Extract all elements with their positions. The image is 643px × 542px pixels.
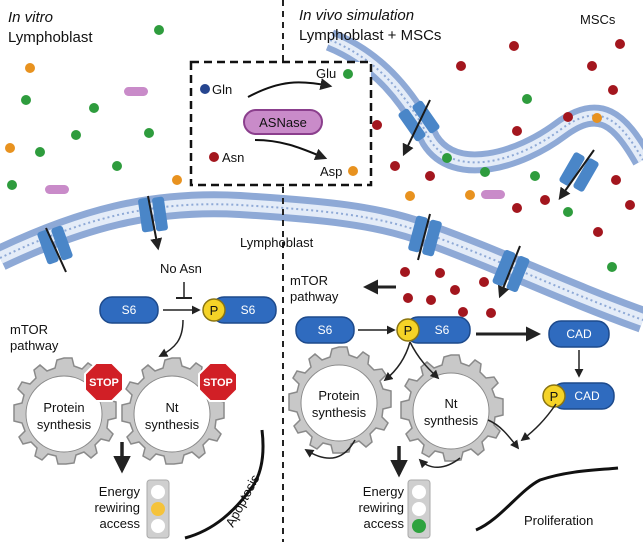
transporter-icon [492,245,530,299]
proliferation-curve [475,466,619,532]
gear1-r-line1: Protein [318,388,359,403]
s6-label: S6 [122,303,137,317]
no-asn-label: No Asn [160,261,202,276]
cad-protein [548,320,610,348]
stop1-label: STOP [89,377,119,389]
right-title-italic: In vivo simulation [299,7,414,24]
ps6-label-r: S6 [435,323,450,337]
transporter-icon [37,225,73,273]
msc-membrane [325,29,643,174]
apoptosis-curve [184,429,265,540]
mscs-label: MSCs [580,12,616,27]
phospho-badge [202,298,226,322]
traffic-light-icon [146,479,170,539]
cad-label: CAD [566,327,592,341]
asp-label: Asp [320,164,342,179]
gln-molecule [200,84,210,94]
glu-molecule [343,69,353,79]
gear2-line2: synthesis [145,417,200,432]
asnase-enzyme [243,109,323,135]
gear1-line1: Protein [43,400,84,415]
left-title: Lymphoblast [8,29,93,46]
ps6-label: S6 [241,303,256,317]
glu-label: Glu [316,66,336,81]
phospho-badge-r [396,318,420,342]
apoptosis-label: Apoptosis [222,472,262,530]
asnase-inset: Gln Glu ASNase Asn Asp [189,60,373,187]
asnase-label: ASNase [259,115,307,130]
proliferation-label: Proliferation [524,513,593,528]
gear2-line1: Nt [166,400,179,415]
asn-label: Asn [222,150,244,165]
lymphoblast-label: Lymphoblast [240,235,314,250]
transporter-icon [408,213,442,261]
gear2-r-line2: synthesis [424,413,479,428]
s6-label-r: S6 [318,323,333,337]
asn-molecule [209,152,219,162]
phospho-label-cad: P [550,389,559,404]
s6-protein-r [295,316,355,344]
mtor-label-r1: mTOR [290,273,328,288]
right-title: Lymphoblast + MSCs [299,27,441,44]
mtor-label-l1: mTOR [10,322,48,337]
transporter-icon [558,149,599,200]
gear2-r-line1: Nt [445,396,458,411]
mtor-label-l2: pathway [10,338,59,353]
transporter-icon [138,195,168,251]
mtor-label-r2: pathway [290,289,339,304]
gln-label: Gln [212,82,232,97]
s6-protein [99,296,159,324]
gear1-line2: synthesis [37,417,92,432]
energy-r-l2: rewiring [358,500,404,515]
stop2-label: STOP [203,377,233,389]
energy-l2: rewiring [94,500,140,515]
energy-l3: access [100,516,141,531]
pcad-label: CAD [574,389,600,403]
asp-molecule [348,166,358,176]
molecules [5,25,635,318]
energy-l1: Energy [99,484,141,499]
left-title-italic: In vitro [8,9,53,26]
cell-membrane [0,191,643,333]
phospho-label: P [210,303,219,318]
energy-r-l3: access [364,516,405,531]
energy-r-l1: Energy [363,484,405,499]
transporter-icon [398,99,440,157]
gear1-r-line2: synthesis [312,405,367,420]
traffic-light-icon-r [407,479,431,539]
phospho-label-r: P [404,323,413,338]
